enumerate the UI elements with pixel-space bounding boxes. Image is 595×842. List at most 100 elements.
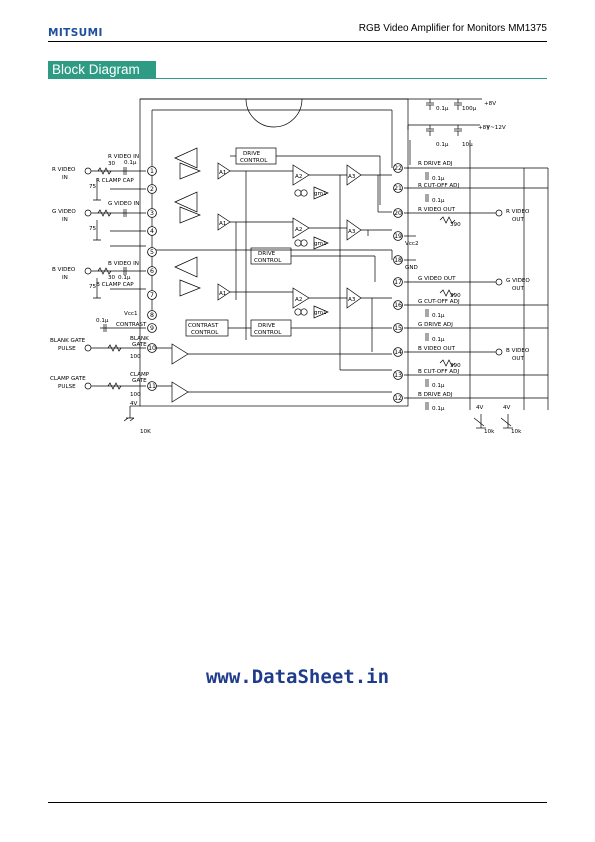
contrast-bias-voltage: 4V xyxy=(130,401,138,407)
r-series-resistor-label: 30 xyxy=(108,161,116,167)
left-pin-5: 5 xyxy=(147,247,157,257)
drive-control-1-line-2: CONTROL xyxy=(240,158,268,164)
right-pin-21: 21 xyxy=(393,183,403,193)
right-pin-circle xyxy=(393,183,403,193)
clamp-gate-label-2: PULSE xyxy=(58,384,76,390)
input-connectors xyxy=(84,167,146,422)
right-pin-number: 17 xyxy=(394,279,402,286)
drive-control-3-line-1: DRIVE xyxy=(258,323,276,329)
g-video-in-label-2: IN xyxy=(62,217,68,223)
right-pin-number: 14 xyxy=(394,349,402,356)
brand-logo: MITSUMI xyxy=(48,27,103,39)
section-underline xyxy=(156,78,547,79)
g-video-in-label-1: G VIDEO xyxy=(52,209,76,215)
left-pin-circle xyxy=(147,184,157,194)
amp-a2-b: A2 xyxy=(295,297,302,303)
left-pin-number: 6 xyxy=(150,268,154,275)
right-pin-19: 19 xyxy=(393,231,403,241)
right-pin-number: 12 xyxy=(394,395,402,402)
r-video-out-connector-2: OUT xyxy=(512,217,524,223)
b-video-in-label-1: B VIDEO xyxy=(52,267,76,273)
supply2-cap-label-1: 0.1µ xyxy=(436,142,449,148)
supply2-cap-label-2: 10µ xyxy=(462,142,473,148)
gnd-label: GND xyxy=(405,265,418,271)
left-pin-number: 8 xyxy=(150,312,154,319)
amp-a3-b: A3 xyxy=(348,297,356,303)
contrast-control-line-2: CONTROL xyxy=(191,330,219,336)
section-header-bar xyxy=(48,61,156,79)
left-pin-number: 3 xyxy=(150,210,154,217)
contrast-cap-label: 0.1µ xyxy=(96,318,109,324)
left-pin-9: 9 xyxy=(147,323,157,333)
channel-b-blocks xyxy=(174,256,392,319)
right-pin-16: 16 xyxy=(393,300,403,310)
gm-stage-b: gm1 xyxy=(314,310,327,316)
g-termination-label: 75 xyxy=(89,226,97,232)
g-video-out-label: G VIDEO OUT xyxy=(418,276,456,282)
blank-gate-amp xyxy=(171,343,189,365)
right-pin-circle xyxy=(393,393,403,403)
left-pin-circle xyxy=(147,290,157,300)
g-load-resistor-label: 390 xyxy=(450,293,461,299)
amp-a2-r: A2 xyxy=(295,174,302,180)
right-pin-22: 22 xyxy=(393,163,403,173)
clamp-resistor-label: 100 xyxy=(130,392,141,398)
amp-a3-r: A3 xyxy=(348,174,356,180)
left-pin-number: 2 xyxy=(150,186,154,193)
ic-notch xyxy=(245,98,303,128)
clamp-pin-note-2: GATE xyxy=(132,378,147,384)
vcc2-label: Vcc2 xyxy=(405,241,419,247)
input-components xyxy=(93,167,127,390)
b-video-in-label-2: IN xyxy=(62,275,68,281)
watermark-url: www.DataSheet.in xyxy=(205,666,390,688)
blank-pin-note-2: GATE xyxy=(132,342,147,348)
left-pin-10: 10 xyxy=(147,343,157,353)
header-rule xyxy=(48,41,547,42)
left-pin-circle xyxy=(147,247,157,257)
output-network xyxy=(404,125,549,429)
right-pin-circle xyxy=(393,323,403,333)
r-video-in-pin-note: R VIDEO IN xyxy=(108,154,139,160)
amp-a2-g: A2 xyxy=(295,227,302,233)
left-pin-circle xyxy=(147,226,157,236)
contrast-pin-note: CONTRAST xyxy=(116,322,147,328)
right-pin-circle xyxy=(393,300,403,310)
drive-control-2-line-1: DRIVE xyxy=(258,251,276,257)
b-load-resistor-label: 390 xyxy=(450,363,461,369)
left-pin-number: 11 xyxy=(148,383,156,390)
blank-gate-label-2: PULSE xyxy=(58,346,76,352)
b-input-cap-label: 0.1µ xyxy=(118,275,131,281)
r-drive-cap-label: 0.1µ xyxy=(432,176,445,182)
g-drive-cap-label: 0.1µ xyxy=(432,337,445,343)
left-pin-7: 7 xyxy=(147,290,157,300)
supply-caps-top xyxy=(426,99,462,136)
left-pin-circle xyxy=(147,208,157,218)
section-title: Block Diagram xyxy=(52,62,140,77)
b-video-out-connector-2: OUT xyxy=(512,356,524,362)
b-video-out-label: B VIDEO OUT xyxy=(418,346,456,352)
supply-8-12v-label: +8V~12V xyxy=(478,125,506,131)
left-pin-number: 4 xyxy=(150,228,154,235)
amp-a3-g: A3 xyxy=(348,229,356,235)
left-pin-4: 4 xyxy=(147,226,157,236)
amp-a1-g: A1 xyxy=(219,221,227,227)
b-termination-label: 75 xyxy=(89,284,97,290)
contrast-pot-label: 10K xyxy=(140,429,151,435)
drive-control-2-line-2: CONTROL xyxy=(254,258,282,264)
b-cutoff-adj-label: B CUT-OFF ADJ xyxy=(418,369,459,375)
right-pin-number: 16 xyxy=(394,302,402,309)
left-pin-circle xyxy=(147,310,157,320)
b-clamp-cap-note: B CLAMP CAP xyxy=(96,282,134,288)
left-pin-number: 9 xyxy=(150,325,154,332)
right-pin-13: 13 xyxy=(393,370,403,380)
left-pin-number: 10 xyxy=(148,345,156,352)
right-pin-number: 21 xyxy=(394,185,402,192)
right-pin-17: 17 xyxy=(393,277,403,287)
cutoff-bias-voltage-1: 4V xyxy=(476,405,484,411)
r-video-out-label: R VIDEO OUT xyxy=(418,207,456,213)
right-pin-14: 14 xyxy=(393,347,403,357)
drive-control-1-line-1: DRIVE xyxy=(243,151,261,157)
footer-rule xyxy=(48,802,547,803)
